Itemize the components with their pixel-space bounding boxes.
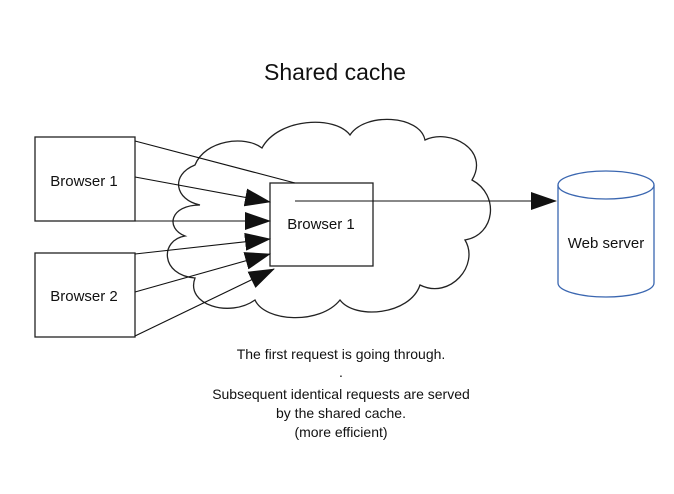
caption-line-2: .: [339, 364, 343, 380]
request-arrow-3: [134, 232, 271, 255]
browser-1-box: [34, 136, 136, 222]
request-arrow-4: [134, 252, 271, 293]
request-arrow-1: [134, 176, 271, 207]
request-line-pass-through: [134, 140, 296, 184]
browser-2-label: Browser 2: [50, 288, 118, 305]
cache-box: [269, 182, 374, 267]
web-server-cylinder: [557, 170, 655, 298]
cache-box-label: Browser 1: [287, 216, 355, 233]
browser-1-label: Browser 1: [50, 173, 118, 190]
diagram-title: Shared cache: [264, 59, 406, 85]
request-arrow-5: [134, 268, 275, 337]
browser-2-box: [34, 252, 136, 338]
caption-line-1: The first request is going through.: [237, 346, 446, 362]
caption-line-4: by the shared cache.: [276, 405, 406, 421]
web-server-label: Web server: [568, 235, 644, 252]
caption-line-5: (more efficient): [294, 424, 387, 440]
caption-line-3: Subsequent identical requests are served: [212, 386, 470, 402]
